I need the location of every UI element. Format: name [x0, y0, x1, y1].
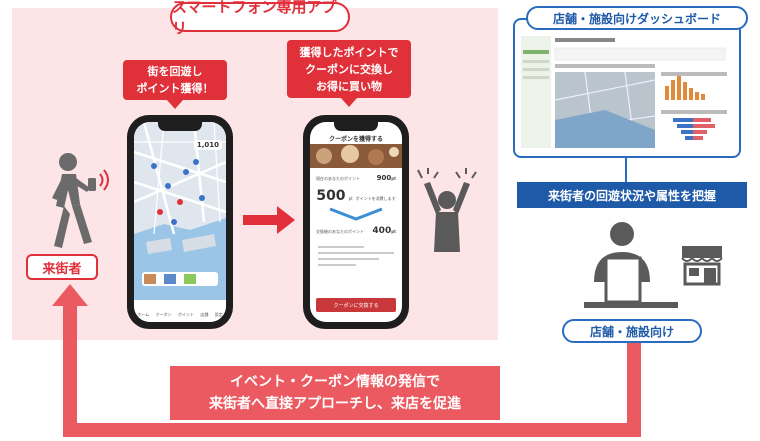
- app-panel: [12, 8, 498, 340]
- bottom-message-line-2: 来街者へ直接アプローチし、来店を促進: [209, 396, 461, 412]
- right-arrow-icon: [243, 206, 295, 234]
- city-map: [134, 122, 226, 300]
- own-points-label: 現在のあなたのポイント: [316, 176, 360, 181]
- nav-item-home[interactable]: ホーム: [137, 312, 150, 317]
- bottom-message-line-1: イベント・クーポン情報の発信で: [230, 374, 440, 390]
- phone-notch: [158, 122, 202, 131]
- exchange-callout: 獲得したポイントで クーポンに交換し お得に買い物: [287, 40, 411, 107]
- nav-item-points[interactable]: ポイント: [177, 312, 194, 317]
- nav-item-settings[interactable]: 設定: [214, 312, 223, 317]
- own-points-value: 900pt: [377, 174, 396, 182]
- walk-callout: 街を回遊し ポイント獲得！: [123, 60, 227, 109]
- use-points-row: 500 pt ポイントを消費します: [316, 188, 396, 204]
- remain-points-value: 400pt: [372, 226, 396, 236]
- chevron-down-icon: [329, 207, 383, 221]
- own-points-unit: pt: [391, 176, 396, 181]
- exchange-callout-line-2: クーポンに交換し: [305, 62, 393, 76]
- walk-callout-line-1: 街を回遊し: [147, 65, 203, 78]
- points-value: 1,010: [196, 141, 219, 149]
- store-label: 店舗・施設向け: [562, 319, 702, 343]
- terms-text-lines: [318, 246, 394, 266]
- use-points-number: 500: [316, 188, 346, 204]
- dashboard-connector-line: [625, 157, 627, 185]
- nav-item-coupon[interactable]: クーポン: [155, 312, 172, 317]
- bottom-nav: ホーム クーポン ポイント 店舗 設定: [134, 308, 226, 322]
- walk-callout-line-2: ポイント獲得！: [136, 82, 214, 95]
- coupon-header: クーポンを獲得する: [328, 136, 383, 143]
- remain-points-row: 交換後のあなたのポイント 400pt: [316, 226, 396, 236]
- storefront-icon: [681, 246, 723, 286]
- dashboard-banner: 来街者の回遊状況や属性を把握: [517, 182, 747, 208]
- own-points-row: 現在のあなたのポイント 900pt: [316, 174, 396, 182]
- map-screen: 1,010 ホーム クーポン ポイント 店舗 設定: [134, 122, 226, 322]
- dashboard-frame: [513, 18, 741, 158]
- coupon-screen: クーポンを獲得する 現在のあなたのポイント 900pt 500 pt ポイントを…: [310, 122, 402, 322]
- dashboard-screenshot: [521, 36, 727, 149]
- walking-person-icon: [52, 153, 109, 248]
- bottom-message-banner: イベント・クーポン情報の発信で 来街者へ直接アプローチし、来店を促進: [170, 366, 500, 420]
- visitor-label: 来街者: [26, 254, 98, 280]
- coupon-phone: クーポンを獲得する 現在のあなたのポイント 900pt 500 pt ポイントを…: [303, 115, 409, 329]
- remain-points-unit: pt: [391, 229, 396, 234]
- exchange-callout-line-3: お得に買い物: [316, 79, 382, 93]
- exchange-coupon-button[interactable]: クーポンに交換する: [316, 298, 396, 312]
- dashboard-title: 店舗・施設向けダッシュボード: [526, 6, 748, 30]
- store-owner-laptop-icon: [584, 222, 678, 308]
- phone-notch: [334, 122, 378, 131]
- map-phone: 1,010 ホーム クーポン ポイント 店舗 設定: [127, 115, 233, 329]
- exchange-callout-line-1: 獲得したポイントで: [299, 45, 399, 59]
- remain-points-label: 交換後のあなたのポイント: [316, 229, 364, 234]
- cheering-person-icon: [417, 168, 477, 252]
- food-photo: [310, 144, 402, 168]
- nav-item-store[interactable]: 店舗: [200, 312, 209, 317]
- use-points-label: ポイントを消費します: [355, 196, 396, 201]
- own-points-number: 900: [376, 174, 392, 182]
- use-points-unit: pt: [348, 196, 353, 201]
- points-display: 1,010: [193, 140, 222, 150]
- remain-points-number: 400: [372, 226, 392, 236]
